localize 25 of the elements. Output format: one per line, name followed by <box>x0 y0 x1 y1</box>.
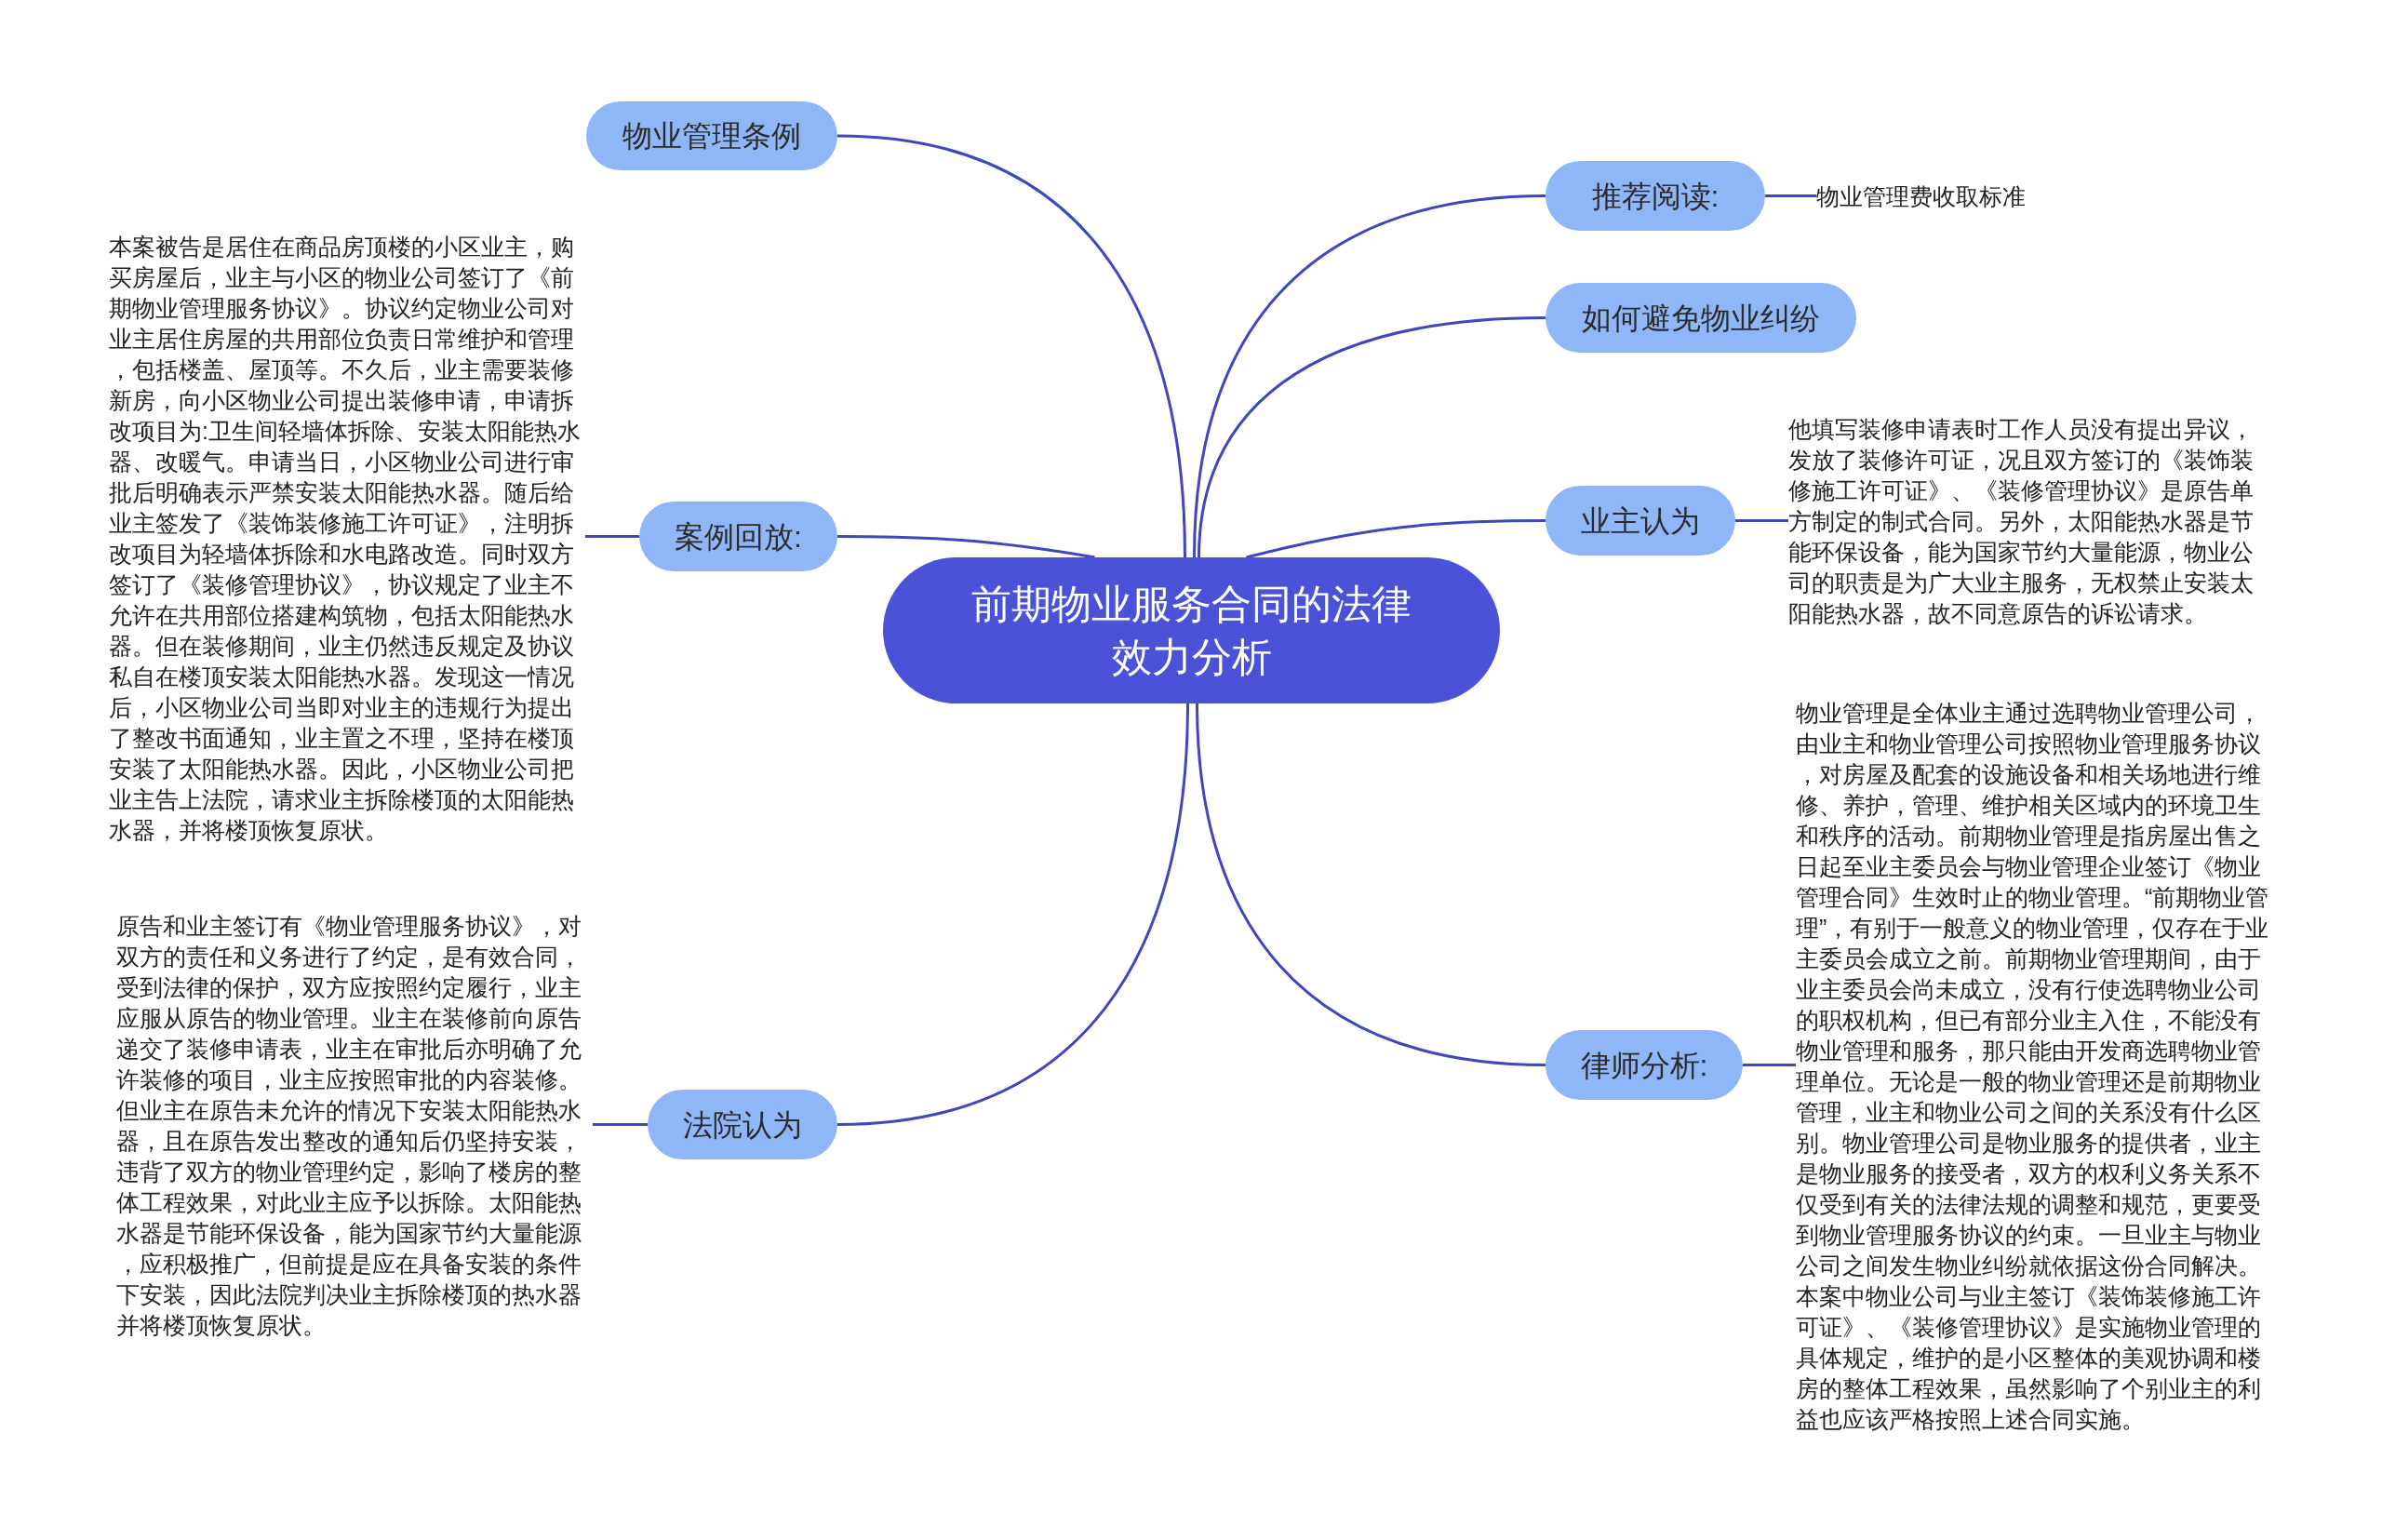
connector-line <box>836 703 1189 1126</box>
note-text: 原告和业主签订有《物业管理服务协议》，对双方的责任和义务进行了约定，是有效合同，受到法律的保护，双方应按照约定履行，业主应服从原告的物业管理。业主在装修前向原告递交了装修申请表，业主在审批后亦明确了允许装修的项目，业主应按照审批的内容装修。但业主在原告未允许的情况下安装太阳能热水器，且在原告发出整改的通知后仍坚持安装，违背了双方的物业管理约定，影响了楼房的整体工程效果，对此业主应予以拆除。太阳能热水器是节能环保设备，能为国家节约大量能源，应积极推广，但前提是应在具备安装的条件下安装，因此法院判决业主拆除楼顶的热水器并将楼顶恢复原状。 <box>116 911 593 1341</box>
connector-line <box>836 134 1186 558</box>
reading-item-text: 物业管理费收取标准 <box>1816 181 2026 212</box>
connector-line <box>593 1123 648 1126</box>
branch-topic: 推荐阅读: <box>1546 161 1765 231</box>
branch-topic: 业主认为 <box>1546 486 1735 556</box>
branch-topic: 物业管理条例 <box>586 101 837 170</box>
connector-line <box>1198 316 1546 558</box>
connector-line <box>1735 519 1788 522</box>
connector-line <box>1765 194 1816 197</box>
connector-line <box>1743 1064 1796 1066</box>
branch-topic: 如何避免物业纠纷 <box>1546 283 1856 353</box>
branch-topic: 法院认为 <box>648 1090 837 1159</box>
central-topic: 前期物业服务合同的法律效力分析 <box>883 557 1500 703</box>
connector-line <box>837 535 1095 559</box>
note-text: 本案被告是居住在商品房顶楼的小区业主，购买房屋后，业主与小区的物业公司签订了《前期物业管理服务协议》。协议约定物业公司对业主居住房屋的共用部位负责日常维护和管理，包括楼盖、屋顶等。不久后，业主需要装修新房，向小区物业公司提出装修申请，申请拆改项目为:卫生间轻墙体拆除、安装太阳能热水器、改暖气。申请当日，小区物业公司进行审批后明确表示严禁安装太阳能热水器。随后给业主签发了《装饰装修施工许可证》，注明拆改项目为轻墙体拆除和水电路改造。同时双方签订了《装修管理协议》，协议规定了业主不允许在共用部位搭建构筑物，包括太阳能热水器。但在装修期间，业主仍然违反规定及协议私自在楼顶安装太阳能热水器。发现这一情况后，小区物业公司当即对业主的违规行为提出了整改书面通知，业主置之不理，坚持在楼顶安装了太阳能热水器。因此，小区物业公司把业主告上法院，请求业主拆除楼顶的太阳能热水器，并将楼顶恢复原状。 <box>109 232 585 846</box>
connector-line <box>585 535 639 538</box>
note-text: 他填写装修申请表时工作人员没有提出异议，发放了装修许可证，况且双方签订的《装饰装修施工许可证》、《装修管理协议》是原告单方制定的制式合同。另外，太阳能热水器是节能环保设备，能为国家节约大量能源，物业公司的职责是为广大业主服务，无权禁止安装太阳能热水器，故不同意原告的诉讼请求。 <box>1788 414 2265 629</box>
branch-topic: 案例回放: <box>639 502 837 571</box>
connector-line <box>1196 703 1546 1066</box>
connector-line <box>1193 194 1546 558</box>
connector-line <box>1246 519 1546 559</box>
branch-topic: 律师分析: <box>1546 1030 1743 1100</box>
note-text: 物业管理是全体业主通过选聘物业管理公司，由业主和物业管理公司按照物业管理服务协议，对房屋及配套的设施设备和相关场地进行维修、养护，管理、维护相关区域内的环境卫生和秩序的活动。前期物业管理是指房屋出售之日起至业主委员会与物业管理企业签订《物业管理合同》生效时止的物业管理。“前期物业管理”，有别于一般意义的物业管理，仅存在于业主委员会成立之前。前期物业管理期间，由于业主委员会尚未成立，没有行使选聘物业公司的职权机构，但已有部分业主入住，不能没有物业管理和服务，那只能由开发商选聘物业管理单位。无论是一般的物业管理还是前期物业管理，业主和物业公司之间的关系没有什么区别。物业管理公司是物业服务的提供者，业主是物业服务的接受者，双方的权利义务关系不仅受到有关的法律法规的调整和规范，更要受到物业管理服务协议的约束。一旦业主与物业公司之间发生物业纠纷就依据这份合同解决。本案中物业公司与业主签订《装饰装修施工许可证》、《装修管理协议》是实施物业管理的具体规定，维护的是小区整体的美观协调和楼房的整体工程效果，虽然影响了个别业主的利益也应该严格按照上述合同实施。 <box>1796 698 2272 1435</box>
